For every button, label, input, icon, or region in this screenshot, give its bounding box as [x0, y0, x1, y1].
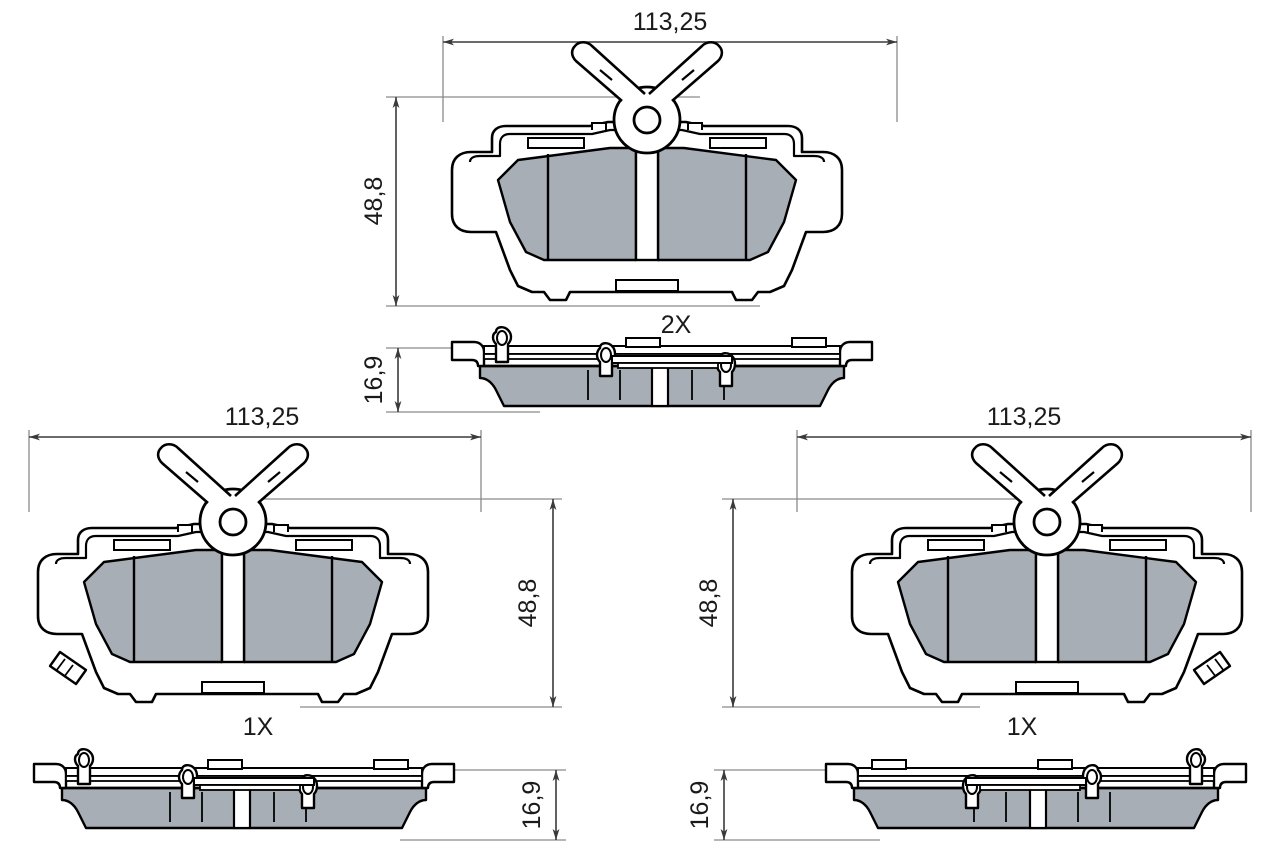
dimension-label-left-thickness: 16,9 — [518, 781, 546, 830]
left-pad-corner-lug — [48, 650, 88, 686]
quantity-label-right: 1X — [1007, 713, 1038, 741]
quantity-label-left: 1X — [243, 713, 274, 741]
right-pad-front-view: 113,25 48,8 1X — [695, 403, 1252, 741]
top-pad-front-view: 113,25 48,8 — [360, 8, 898, 307]
quantity-label-top: 2X — [661, 311, 692, 339]
right-pad-corner-lug — [1192, 650, 1232, 686]
right-pad-side-view: 16,9 — [686, 748, 1248, 841]
dimension-label-left-width: 113,25 — [225, 403, 300, 431]
dimension-left-thickness: 16,9 — [400, 769, 566, 841]
dimension-right-width: 113,25 — [796, 403, 1252, 512]
left-pad-front-view: 113,25 48,8 1X — [28, 403, 562, 741]
dimension-top-height: 48,8 — [360, 96, 760, 307]
right-pad-side-body — [824, 748, 1248, 830]
top-pad-body — [450, 40, 844, 302]
right-pad-body — [850, 442, 1244, 704]
dimension-right-thickness: 16,9 — [686, 769, 880, 841]
top-pad-side-view: 2X 16,9 — [360, 311, 874, 413]
dimension-label-right-height: 48,8 — [695, 579, 723, 628]
dimension-label-top-thickness: 16,9 — [360, 356, 388, 405]
dimension-label-top-width: 113,25 — [633, 8, 708, 36]
dimension-left-height: 48,8 — [250, 498, 562, 708]
dimension-top-width: 113,25 — [442, 8, 898, 122]
dimension-right-height: 48,8 — [695, 498, 1030, 708]
top-pad-side-body — [450, 326, 874, 408]
dimension-left-width: 113,25 — [28, 403, 482, 512]
left-pad-body — [36, 442, 430, 704]
dimension-label-top-height: 48,8 — [360, 177, 388, 226]
dimension-label-right-thickness: 16,9 — [686, 781, 714, 830]
dimension-label-left-height: 48,8 — [514, 579, 542, 628]
dimension-label-right-width: 113,25 — [987, 403, 1062, 431]
left-pad-side-body — [32, 748, 456, 830]
left-pad-side-view: 16,9 — [32, 748, 566, 841]
